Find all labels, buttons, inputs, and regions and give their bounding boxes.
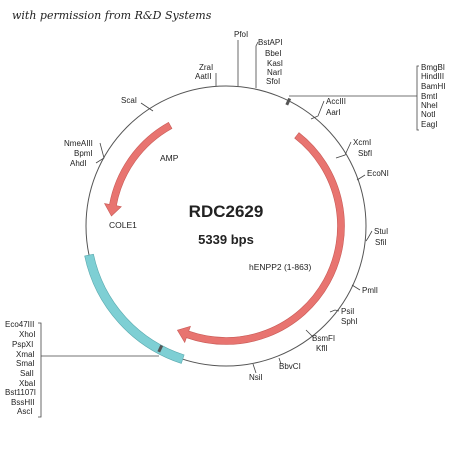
site-label: PspXI — [12, 340, 33, 349]
site-group-xcmi: XcmI SbfI — [335, 138, 372, 159]
site-label: XbaI — [19, 379, 35, 388]
site-label: SmaI — [16, 359, 35, 368]
site-label: ZraI — [199, 63, 213, 72]
site-label: BsmFI — [312, 334, 335, 343]
feature-arrow-2 — [176, 132, 345, 345]
mcs-tick-right — [285, 97, 292, 106]
plasmid-name: RDC2629 — [189, 202, 264, 221]
site-label: XcmI — [353, 138, 371, 147]
feature-label-henpp2: hENPP2 (1-863) — [249, 262, 312, 272]
site-label: PsiI — [341, 307, 354, 316]
site-group-nmeaiii: NmeAIII BpmI AhdI — [64, 139, 105, 168]
site-label: BamHI — [421, 82, 445, 91]
site-group-psii: PsiI SphI — [329, 307, 357, 326]
site-label: SphI — [341, 317, 357, 326]
feature-layer — [84, 121, 345, 364]
site-label: EagI — [421, 120, 437, 129]
site-label: AatII — [195, 72, 211, 81]
site-label: EcoNI — [367, 169, 389, 178]
site-label: AarI — [326, 108, 341, 117]
site-label: HindIII — [421, 72, 444, 81]
site-group-pfoi: PfoI — [234, 30, 248, 86]
site-label: BmtI — [421, 92, 437, 101]
site-group-bbvci: BbvCI — [278, 357, 301, 371]
site-label: SfoI — [266, 77, 280, 86]
site-label: NmeAIII — [64, 139, 93, 148]
feature-arrow-0 — [103, 121, 173, 217]
site-group-pmli: PmlI — [351, 284, 378, 295]
site-group-scai: ScaI — [121, 96, 154, 112]
site-label: XmaI — [16, 350, 35, 359]
site-label: KflI — [316, 344, 328, 353]
feature-cole1 — [84, 253, 185, 364]
site-label: KasI — [267, 59, 283, 68]
site-label: SfiI — [375, 238, 387, 247]
site-label: NarI — [267, 68, 282, 77]
site-label: AccIII — [326, 97, 346, 106]
site-label: AhdI — [70, 159, 86, 168]
site-group-acciii: AccIII AarI — [310, 97, 346, 120]
site-label: BmgBI — [421, 63, 445, 72]
site-label: BstAPI — [258, 38, 282, 47]
site-label: NheI — [421, 101, 438, 110]
site-group-mcs-right: BmgBI HindIII BamHI BmtI NheI NotI EagI — [289, 63, 445, 131]
feature-label-amp: AMP — [160, 153, 179, 163]
site-label: PmlI — [362, 286, 378, 295]
mcs-tick-left — [157, 344, 164, 353]
site-group-nsii: NsiI — [249, 363, 263, 382]
plasmid-backbone — [85, 85, 367, 367]
site-label: NotI — [421, 110, 436, 119]
site-label: BbvCI — [279, 362, 301, 371]
site-label: Bst1107I — [5, 388, 36, 397]
feature-label-cole1: COLE1 — [109, 220, 137, 230]
site-label: PfoI — [234, 30, 248, 39]
site-label: SalI — [20, 369, 34, 378]
site-label: Eco47III — [5, 320, 34, 329]
site-label: XhoI — [19, 330, 35, 339]
site-group-econi: EcoNI — [356, 169, 389, 181]
site-group-bsmfi: BsmFI KflI — [305, 329, 335, 353]
site-group-mcs-left: Eco47III XhoI PspXI XmaI SmaI SalI XbaI … — [5, 320, 159, 418]
site-label: AscI — [17, 407, 33, 416]
site-label: SbfI — [358, 149, 372, 158]
site-group-bstapi: BstAPI BbeI KasI NarI SfoI — [255, 38, 283, 88]
site-label: BpmI — [74, 149, 93, 158]
site-label: BssHII — [11, 398, 35, 407]
plasmid-size: 5339 bps — [198, 232, 254, 247]
site-group-stui: StuI SfiI — [365, 227, 388, 247]
site-label: StuI — [374, 227, 388, 236]
credit-text: with permission from R&D Systems — [12, 9, 212, 22]
site-label: NsiI — [249, 373, 263, 382]
site-group-zrai: ZraI AatII — [195, 63, 217, 86]
site-label: ScaI — [121, 96, 137, 105]
site-label: BbeI — [265, 49, 281, 58]
